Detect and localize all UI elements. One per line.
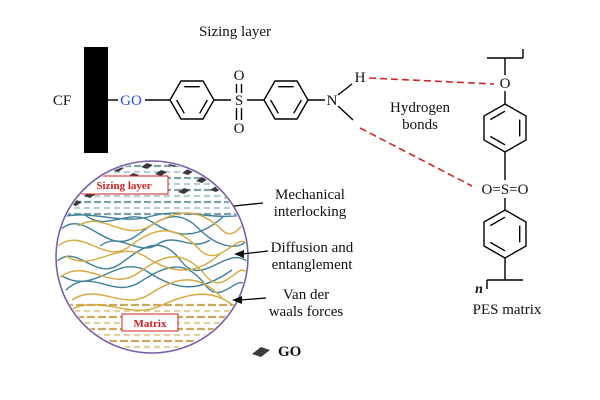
- sulfur-label: S: [235, 93, 243, 109]
- cf-label: CF: [53, 93, 71, 109]
- oxygen-above-label: O: [234, 68, 245, 84]
- legend-go-label: GO: [278, 344, 301, 360]
- go-flakes: [70, 162, 236, 206]
- go-label: GO: [120, 93, 142, 109]
- pes-structure-bonds: [483, 49, 527, 289]
- legend-go-flake: [252, 347, 270, 357]
- inset-sizing-layer-label: Sizing layer: [96, 180, 151, 192]
- hydrogen-bonds-label-line1: Hydrogen: [390, 100, 450, 116]
- mechanical-interlocking-label-line1: Mechanical: [275, 187, 345, 203]
- sizing-layer-top-label: Sizing layer: [199, 24, 271, 40]
- vdw-arrowhead: [232, 296, 242, 304]
- pes-n-subscript: n: [475, 282, 483, 297]
- pes-oxygen-label: O: [500, 76, 511, 92]
- van-der-waals-label-line2: waals forces: [269, 304, 344, 320]
- inset-matrix-label: Matrix: [134, 318, 167, 330]
- chain-bonds: [108, 80, 354, 121]
- orange-polymer-chains: [57, 212, 247, 311]
- nitrogen-label: N: [327, 93, 338, 109]
- mechanical-interlocking-label-line2: interlocking: [274, 204, 347, 220]
- diffusion-arrowhead: [234, 250, 244, 258]
- hydrogen-bond-dashes: [359, 77, 495, 187]
- hydrogen-bonds-label-line2: bonds: [402, 117, 438, 133]
- pes-sulfone-label: O=S=O: [482, 182, 529, 198]
- van-der-waals-label-line1: Van der: [283, 287, 329, 303]
- diffusion-entanglement-label-line2: entanglement: [272, 257, 354, 273]
- diffusion-entanglement-label-line1: Diffusion and: [271, 240, 354, 256]
- matrix-box: [121, 313, 179, 332]
- oxygen-below-label: O: [234, 121, 245, 137]
- pes-matrix-caption: PES matrix: [473, 302, 542, 318]
- annotation-pointers: [233, 202, 269, 301]
- hydrogen-atom-label: H: [355, 70, 366, 86]
- carbon-fiber-bar: [84, 47, 108, 153]
